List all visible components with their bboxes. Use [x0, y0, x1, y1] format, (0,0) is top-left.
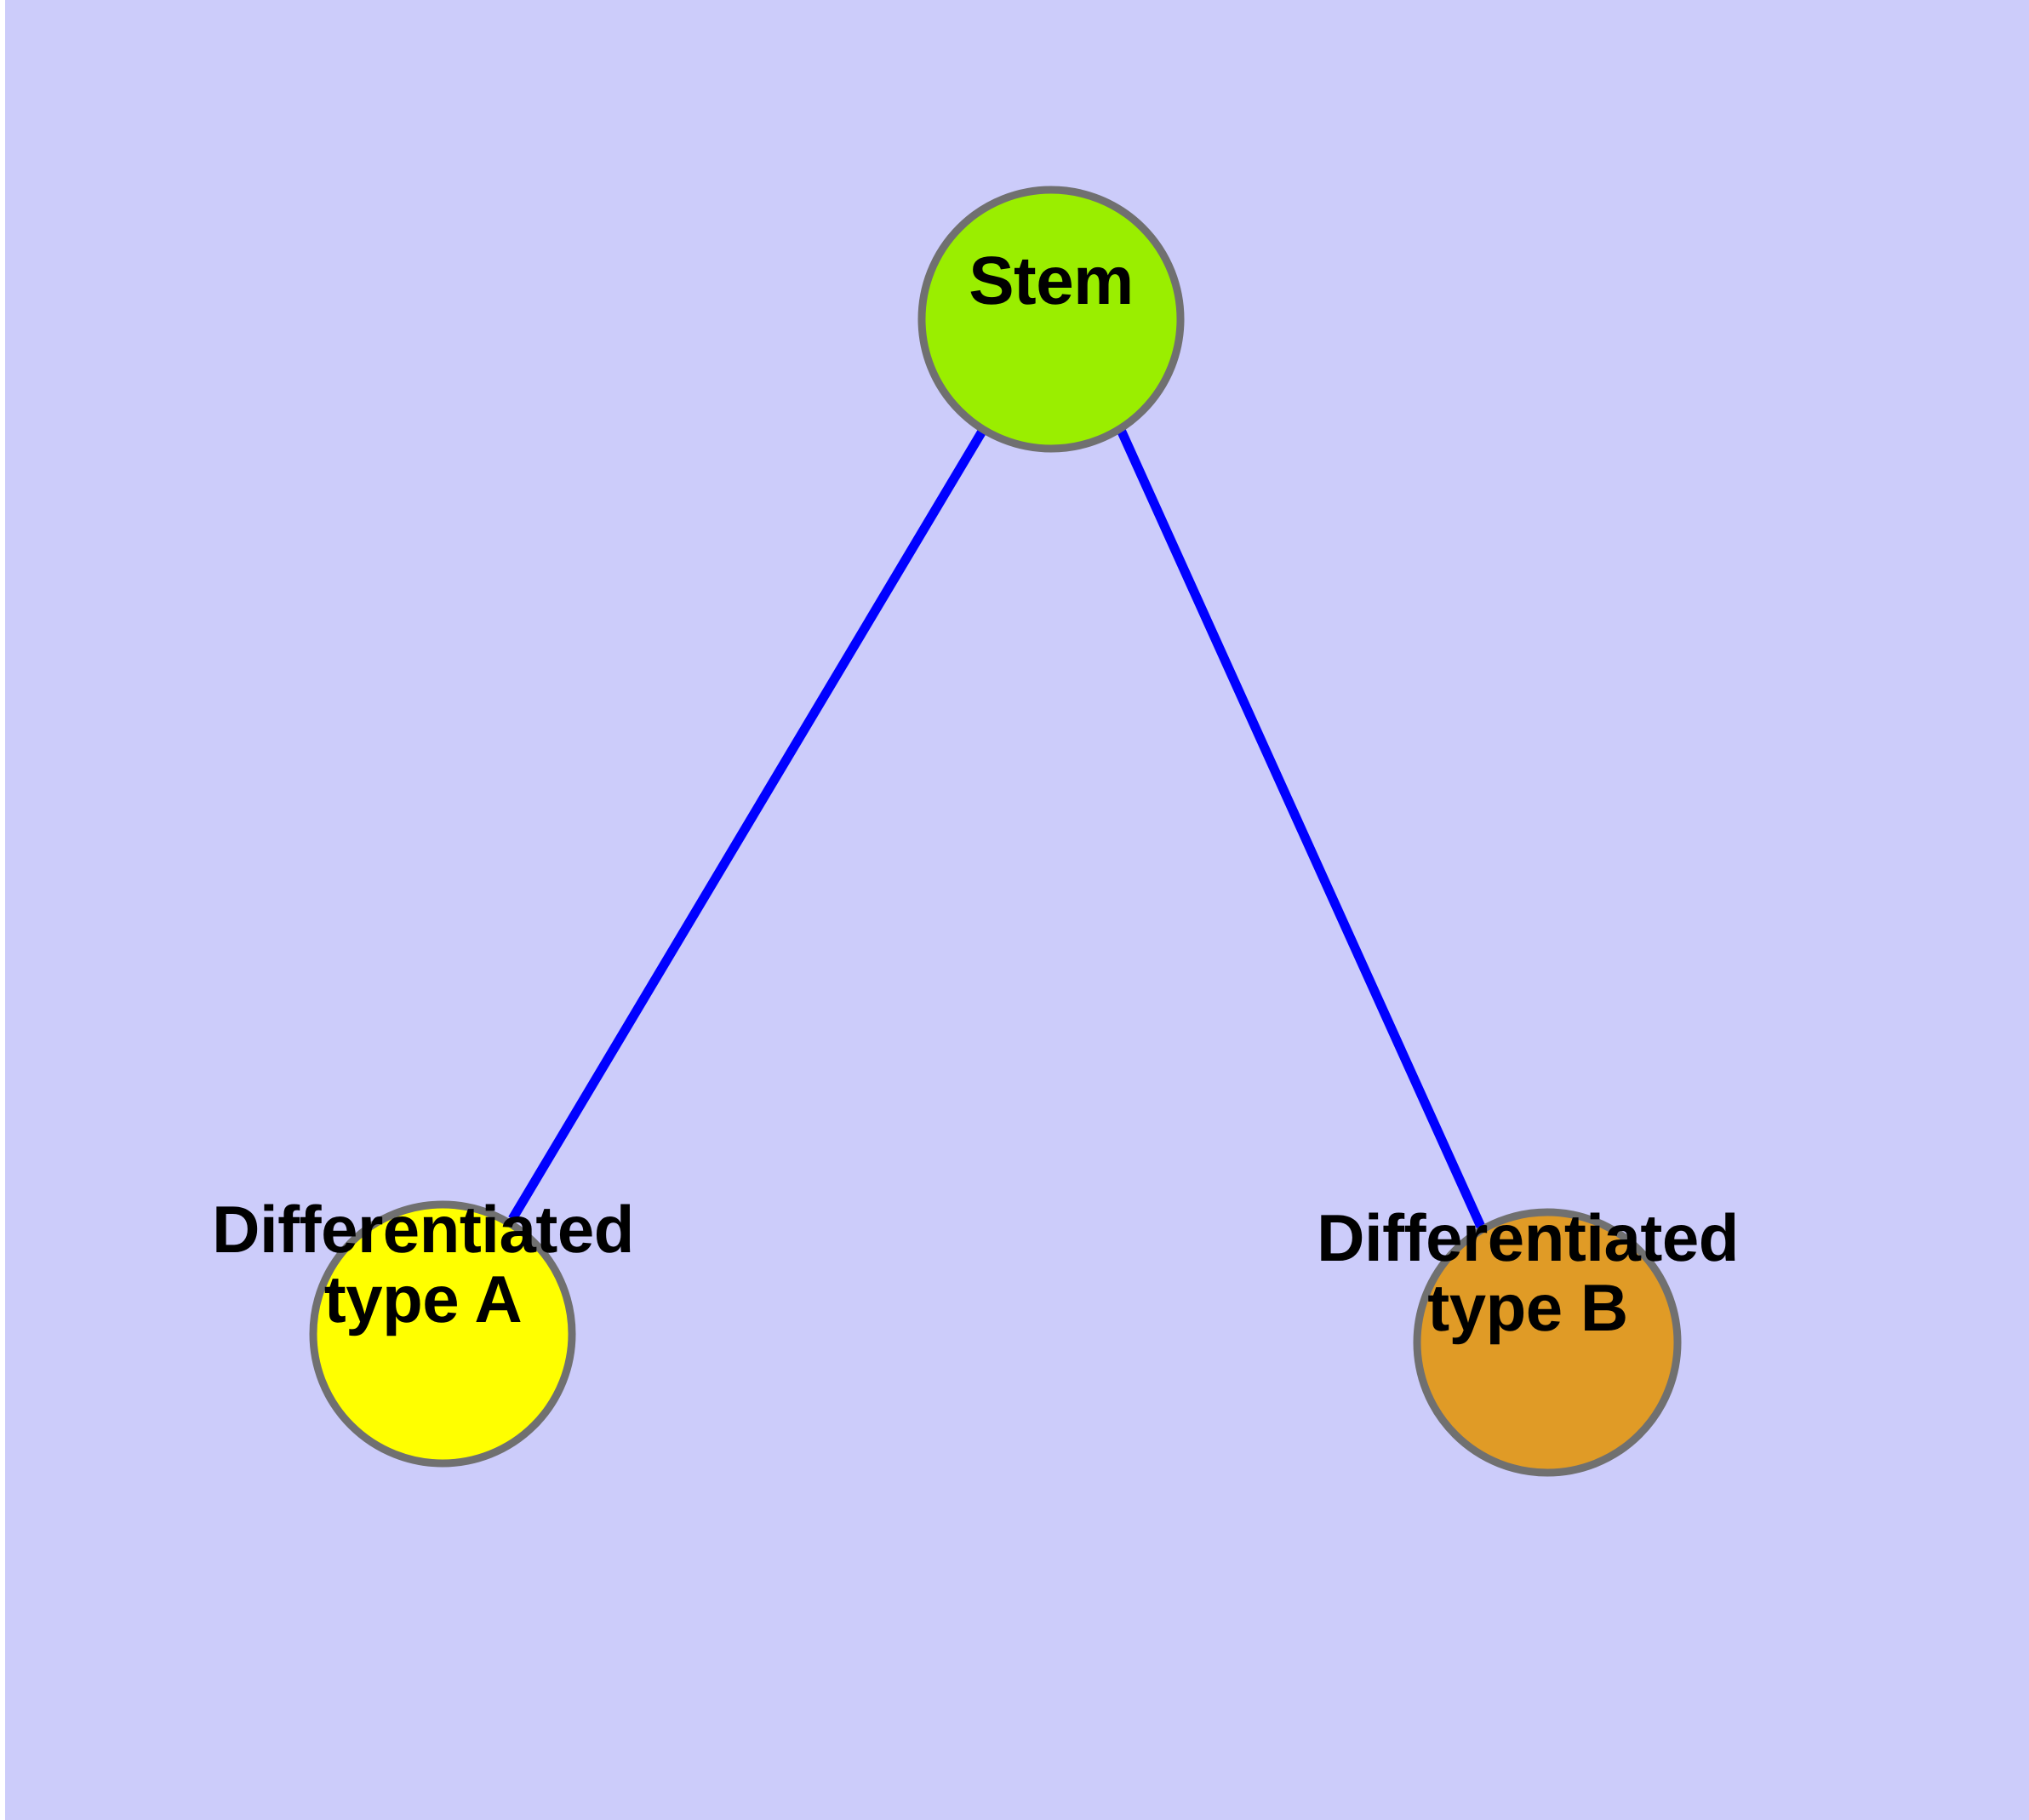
node-layer: [309, 186, 1682, 1477]
node-differentiated-type-a[interactable]: [309, 1200, 576, 1468]
edge-stem-to-differentiated-a: [508, 427, 987, 1222]
node-stem[interactable]: [917, 186, 1185, 453]
edge-layer: [508, 427, 1486, 1229]
canvas-left-margin: [0, 0, 5, 1820]
node-differentiated-type-b[interactable]: [1413, 1208, 1682, 1477]
edge-stem-to-differentiated-b: [1116, 427, 1486, 1229]
